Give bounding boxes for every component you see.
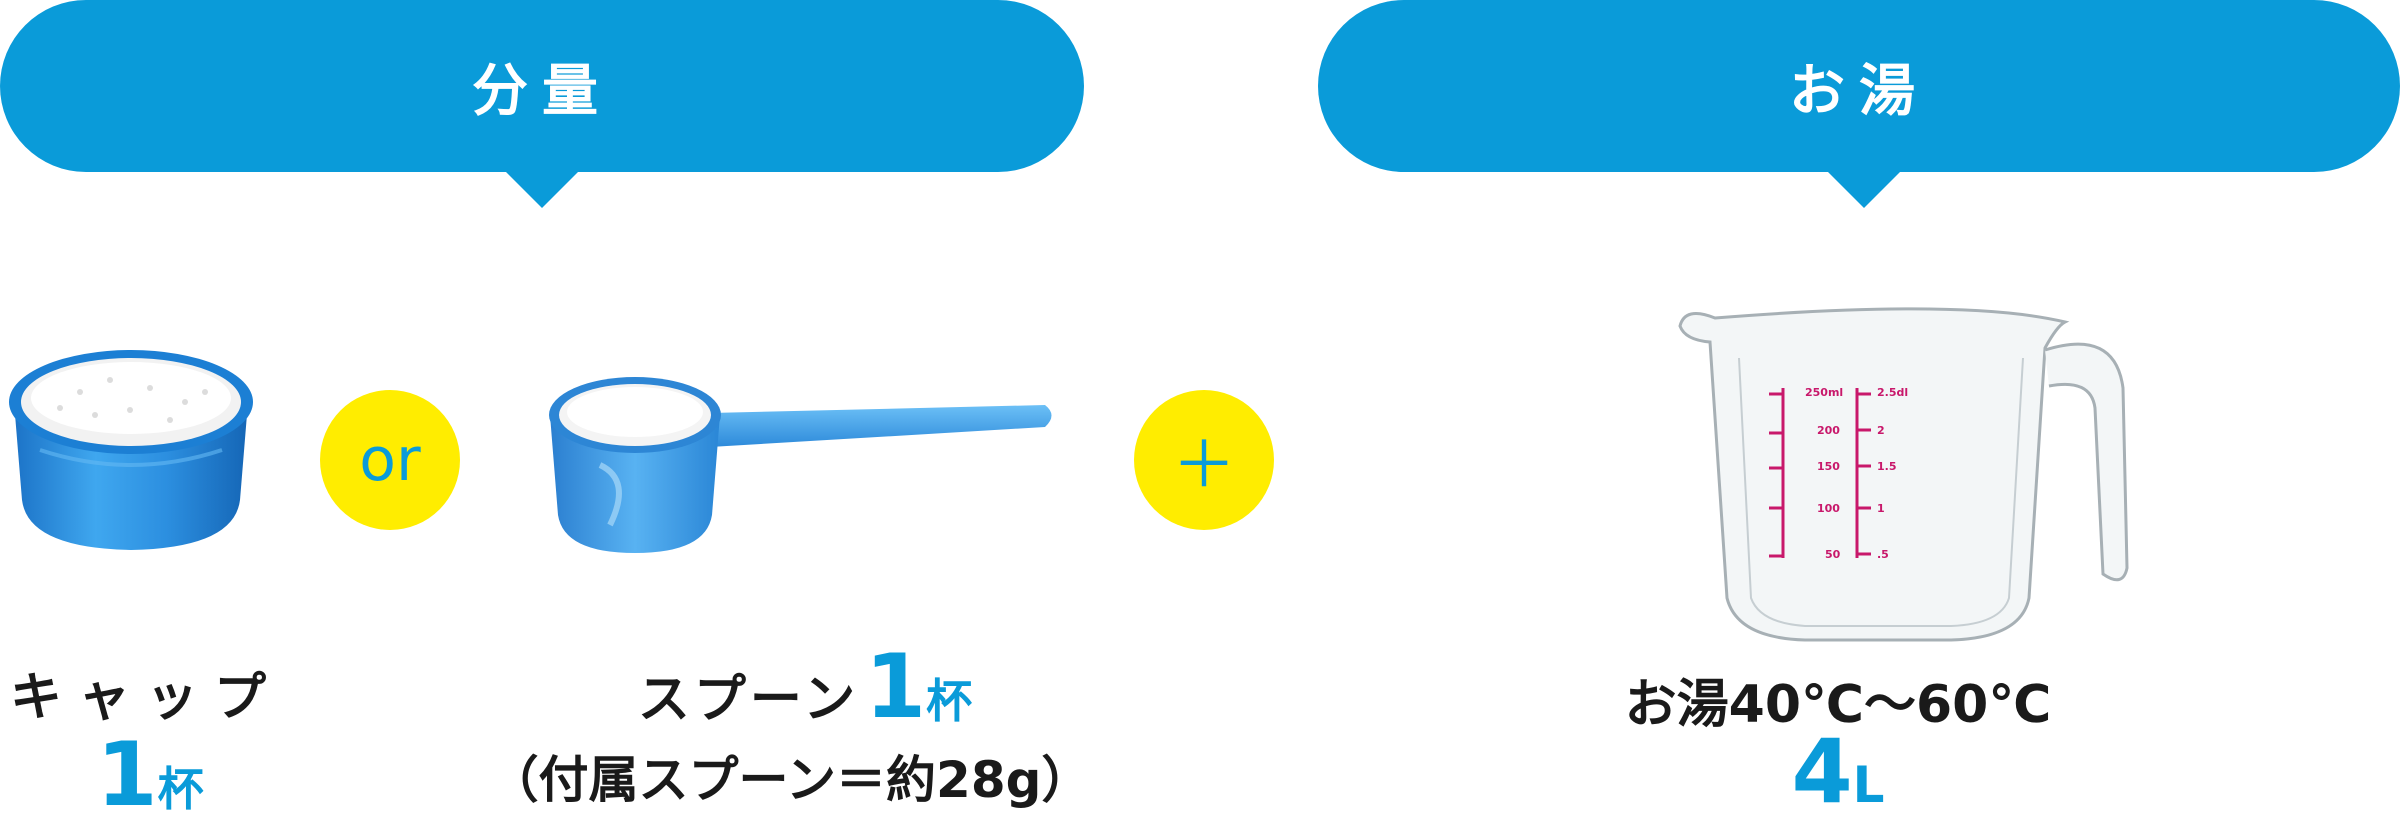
water-header-label: お湯 [1789,58,1929,124]
water-amount-unit: L [1852,756,1885,814]
water-amount: 4L [1778,722,1898,822]
water-amount-value: 4 [1791,720,1853,823]
spoon-count: 1 [864,635,927,738]
scale-ml-250: 250ml [1805,386,1843,399]
cap-label: キャップ [10,655,266,730]
scale-dl-2: 2 [1877,424,1885,437]
or-label: or [359,425,421,495]
water-header: お湯 [1318,0,2400,172]
scale-dl-25: 2.5dl [1877,386,1908,399]
spoon-label: スプーン 1杯 [605,635,1005,738]
amount-header: 分量 [0,0,1084,172]
measuring-spoon-image [549,377,1052,553]
scale-dl-15: 1.5 [1877,460,1897,473]
or-connector: or [320,390,460,530]
scale-ml-200: 200 [1817,424,1840,437]
water-header-pointer [1826,170,1902,208]
cap-count: 1 [96,723,158,826]
scale-dl-05: .5 [1877,548,1889,561]
spoon-name: スプーン [637,670,860,730]
scale-ml-50: 50 [1825,548,1841,561]
cap-amount: 1杯 [80,725,220,825]
scale-ml-150: 150 [1817,460,1840,473]
plus-connector: ＋ [1134,390,1274,530]
cap-name: キャップ [10,668,283,728]
spoon-unit: 杯 [926,674,973,728]
scale-ml-100: 100 [1817,502,1840,515]
amount-header-label: 分量 [472,58,612,124]
cap-unit: 杯 [157,762,204,816]
amount-header-pointer [504,170,580,208]
water-temperature: お湯40℃〜60℃ [1624,675,2052,735]
detergent-cap-image [9,350,253,550]
measuring-cup-image: 250ml 200 150 100 50 2.5dl 2 1.5 1 .5 [1678,307,2129,642]
spoon-note: （付属スプーン＝約28g） [488,751,1092,809]
scale-dl-1: 1 [1877,502,1885,515]
plus-label: ＋ [1172,429,1236,503]
